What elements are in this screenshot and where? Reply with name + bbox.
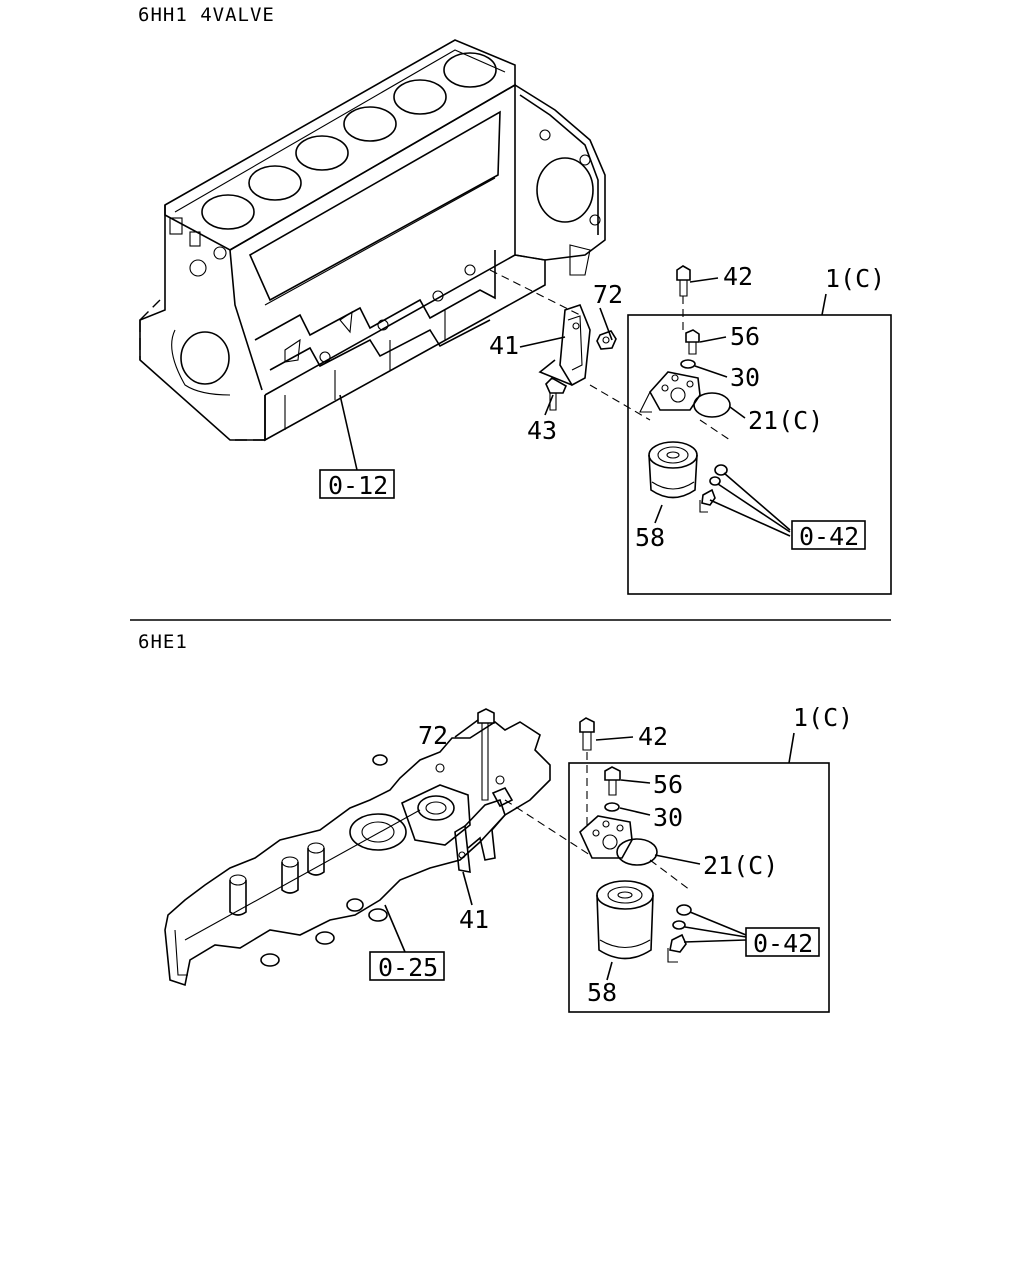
assembly-line-filter-top [699,419,731,441]
filter-assembly-box-top [627,314,892,595]
callout-72-bottom[interactable]: 72 [418,721,448,750]
callout-43-top[interactable]: 43 [527,416,557,445]
nut-72-top [596,330,617,350]
bolt-42-bottom [579,717,595,830]
leader-30-top [694,365,728,378]
leader-72-top [599,307,613,341]
stud-nut-72-bottom [477,708,495,801]
filter-assembly-box-bottom [568,762,830,1013]
filter-head-21c-bottom [579,815,658,866]
engine-block-illustration [139,39,606,442]
callout-42-top[interactable]: 42 [723,262,753,291]
leader-1c-top [821,293,827,316]
leader-42-top [689,277,719,283]
callout-21c-top[interactable]: 21(C) [748,406,823,435]
assembly-line-top [489,269,651,421]
svg-text:0-12: 0-12 [328,471,388,500]
leader-0-12 [339,394,358,471]
svg-text:0-42: 0-42 [799,522,859,551]
callout-1c-top[interactable]: 1(C) [825,264,885,293]
leader-43-top [544,394,554,416]
engine-block-hidden-lines [139,254,546,441]
filter-cartridge-58-bottom [596,880,654,960]
leader-41-top [519,336,566,348]
callout-58-bottom[interactable]: 58 [587,978,617,1007]
washer-30-top [680,359,696,369]
filter-head-21c-top [639,371,731,418]
leader-58-top [654,504,663,524]
ref-box-0-42-bottom[interactable]: 0-42 [745,927,820,958]
callout-41-bottom[interactable]: 41 [459,905,489,934]
filter-cartridge-58-top [648,441,698,499]
bottom-section-title: 6HE1 [138,631,188,653]
bolt-56-top [685,329,700,355]
ref-box-0-12[interactable]: 0-12 [319,469,395,500]
bracket-41-bottom [454,786,514,873]
leader-58-bottom [606,961,613,981]
ref-box-0-42-top[interactable]: 0-42 [791,520,866,551]
leader-21c-bottom [654,854,701,865]
svg-text:0-42: 0-42 [753,929,813,958]
assembly-line-bottom [504,799,591,856]
callout-21c-bottom[interactable]: 21(C) [703,851,778,880]
callout-41-top[interactable]: 41 [489,331,519,360]
svg-text:0-25: 0-25 [378,953,438,982]
leader-56-bottom [620,779,651,784]
assembly-line-filter-bottom [649,859,691,891]
leader-72-bottom [454,719,479,738]
leader-21c-top [729,406,746,419]
leaders-0-42-bottom [683,911,747,943]
drain-parts-top [699,464,728,513]
leader-42-bottom [595,736,634,741]
washer-30-bottom [604,802,620,812]
leader-0-25 [384,904,406,953]
leaders-0-42-top [709,472,791,537]
callout-30-top[interactable]: 30 [730,363,760,392]
callout-42-bottom[interactable]: 42 [638,722,668,751]
bracket-41-top [538,304,591,387]
callout-1c-bottom[interactable]: 1(C) [793,703,853,732]
leader-41-bottom [462,871,473,906]
exhaust-manifold-illustration [164,721,551,987]
bolt-56-bottom [604,766,621,796]
ref-box-0-25[interactable]: 0-25 [369,951,445,982]
leader-30-bottom [619,807,651,816]
callout-72-top[interactable]: 72 [593,280,623,309]
callout-58-top[interactable]: 58 [635,523,665,552]
callout-56-top[interactable]: 56 [730,322,760,351]
top-section-title: 6HH1 4VALVE [138,4,275,26]
leader-56-top [699,336,727,343]
bolt-42-top [676,265,691,330]
callout-30-bottom[interactable]: 30 [653,803,683,832]
drain-parts-bottom [667,904,692,963]
leader-1c-bottom [788,732,795,764]
callout-56-bottom[interactable]: 56 [653,770,683,799]
